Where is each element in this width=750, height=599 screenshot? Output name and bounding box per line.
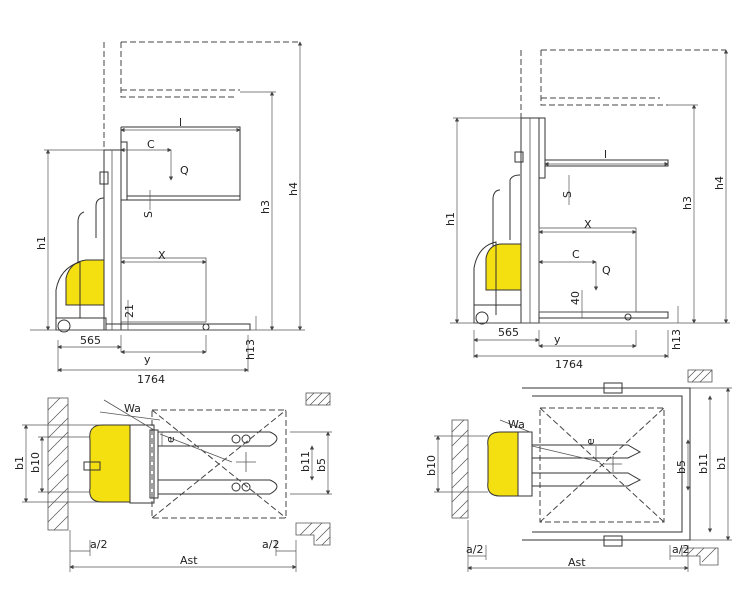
drive-wheel [57, 319, 71, 333]
label-h1: h1 [35, 236, 48, 250]
label-q: Q [602, 264, 611, 277]
label-q: Q [180, 164, 189, 177]
label-40: 40 [569, 291, 582, 305]
side-view-left: l C Q S X h1 h3 h4 21 h13 565 y 1764 [30, 41, 305, 386]
plan-view-left: Wa e b1 b10 b11 b5 a/2 a/2 Ast [13, 392, 332, 572]
battery-body [65, 259, 105, 306]
label-h3: h3 [259, 200, 272, 214]
label-l: l [179, 116, 182, 129]
label-b1: b1 [715, 456, 728, 470]
label-b5: b5 [315, 458, 328, 472]
mast [103, 149, 122, 331]
label-a2-left: a/2 [466, 543, 483, 556]
label-ast: Ast [180, 554, 198, 567]
label-s: S [561, 191, 574, 198]
label-b10: b10 [425, 455, 438, 476]
label-l: l [604, 148, 607, 161]
label-wa: Wa [508, 418, 525, 431]
label-b11: b11 [299, 451, 312, 472]
label-565: 565 [498, 326, 519, 339]
label-c: C [572, 248, 580, 261]
plan-view-right: Wa e b10 b5 b11 b1 a/2 a/2 Ast [425, 369, 732, 572]
mast-extended-outline [103, 41, 300, 150]
label-h13: h13 [670, 329, 683, 350]
label-h13: h13 [244, 339, 257, 360]
drive-wheel [475, 311, 489, 325]
label-s: S [142, 211, 155, 218]
label-c: C [147, 138, 155, 151]
label-e: e [584, 438, 597, 445]
label-y: y [144, 353, 151, 366]
label-x: X [584, 218, 592, 231]
side-view-right: l C Q S X h1 h3 h4 40 h13 565 y 1764 [444, 49, 730, 371]
label-ast: Ast [568, 556, 586, 569]
label-a2-right: a/2 [672, 543, 689, 556]
label-wa: Wa [124, 402, 141, 415]
label-b11: b11 [697, 453, 710, 474]
label-b1: b1 [13, 456, 26, 470]
label-a2-left: a/2 [90, 538, 107, 551]
label-x: X [158, 249, 166, 262]
truck-body-plan [89, 424, 131, 503]
label-b5: b5 [675, 460, 688, 474]
label-21: 21 [123, 304, 136, 318]
label-a2-right: a/2 [262, 538, 279, 551]
label-b10: b10 [29, 452, 42, 473]
truck-body-plan [487, 431, 519, 497]
battery-body [485, 243, 522, 291]
label-h1: h1 [444, 212, 457, 226]
label-h4: h4 [713, 176, 726, 190]
label-y: y [554, 333, 561, 346]
label-1764: 1764 [555, 358, 583, 371]
label-565: 565 [80, 334, 101, 347]
label-h4: h4 [287, 182, 300, 196]
label-e: e [164, 436, 177, 443]
label-1764: 1764 [137, 373, 165, 386]
label-h3: h3 [681, 196, 694, 210]
